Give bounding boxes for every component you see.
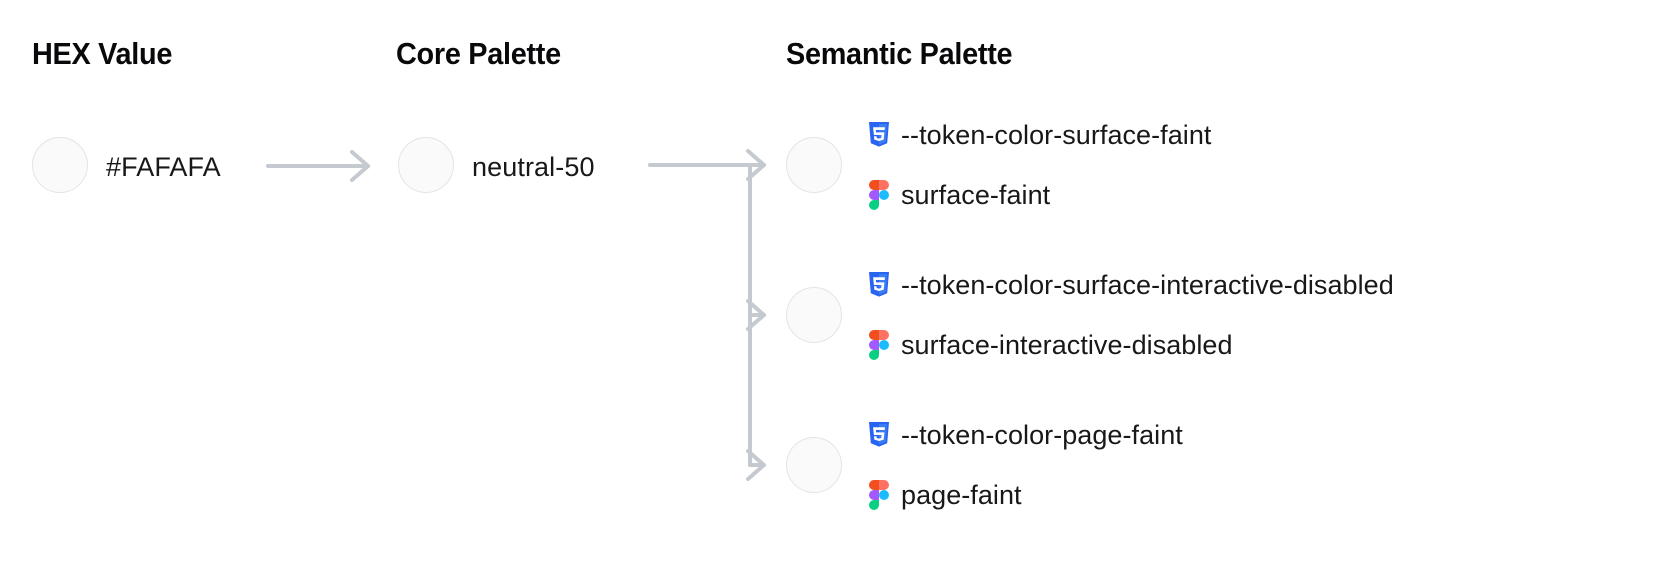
figma-token-name: surface-interactive-disabled	[901, 329, 1233, 360]
hex-value-label: #FAFAFA	[106, 152, 221, 182]
column-heading-semantic-palette: Semantic Palette	[786, 36, 1013, 71]
semantic-token-row: --token-color-surface-interactive-disabl…	[866, 263, 1666, 367]
figma-icon	[866, 330, 892, 360]
figma-icon	[866, 480, 892, 510]
arrow-hex-to-core	[266, 150, 370, 182]
core-palette-label: neutral-50	[472, 152, 595, 182]
figma-token-name: surface-faint	[901, 179, 1051, 210]
css-token-line: --token-color-page-faint	[866, 413, 1666, 457]
css3-icon	[866, 120, 892, 150]
color-swatch-semantic-2	[786, 437, 842, 493]
figma-token-line: surface-faint	[866, 173, 1666, 217]
semantic-token-row: --token-color-surface-faint surface-fain…	[866, 113, 1666, 217]
figma-icon	[866, 180, 892, 210]
css-token-line: --token-color-surface-interactive-disabl…	[866, 263, 1666, 307]
color-swatch-core	[398, 137, 454, 193]
css3-icon	[866, 420, 892, 450]
semantic-token-row: --token-color-page-faint page-faint	[866, 413, 1666, 517]
figma-token-name: page-faint	[901, 479, 1022, 510]
figma-token-line: surface-interactive-disabled	[866, 323, 1666, 367]
css-token-name: --token-color-page-faint	[901, 419, 1183, 450]
color-swatch-semantic-0	[786, 137, 842, 193]
css3-icon	[866, 270, 892, 300]
branch-core-to-semantic	[648, 149, 766, 481]
color-swatch-hex	[32, 137, 88, 193]
figma-token-line: page-faint	[866, 473, 1666, 517]
column-heading-hex-value: HEX Value	[32, 36, 173, 71]
css-token-name: --token-color-surface-interactive-disabl…	[901, 269, 1394, 300]
css-token-name: --token-color-surface-faint	[901, 119, 1212, 150]
css-token-line: --token-color-surface-faint	[866, 113, 1666, 157]
color-swatch-semantic-1	[786, 287, 842, 343]
column-heading-core-palette: Core Palette	[396, 36, 561, 71]
